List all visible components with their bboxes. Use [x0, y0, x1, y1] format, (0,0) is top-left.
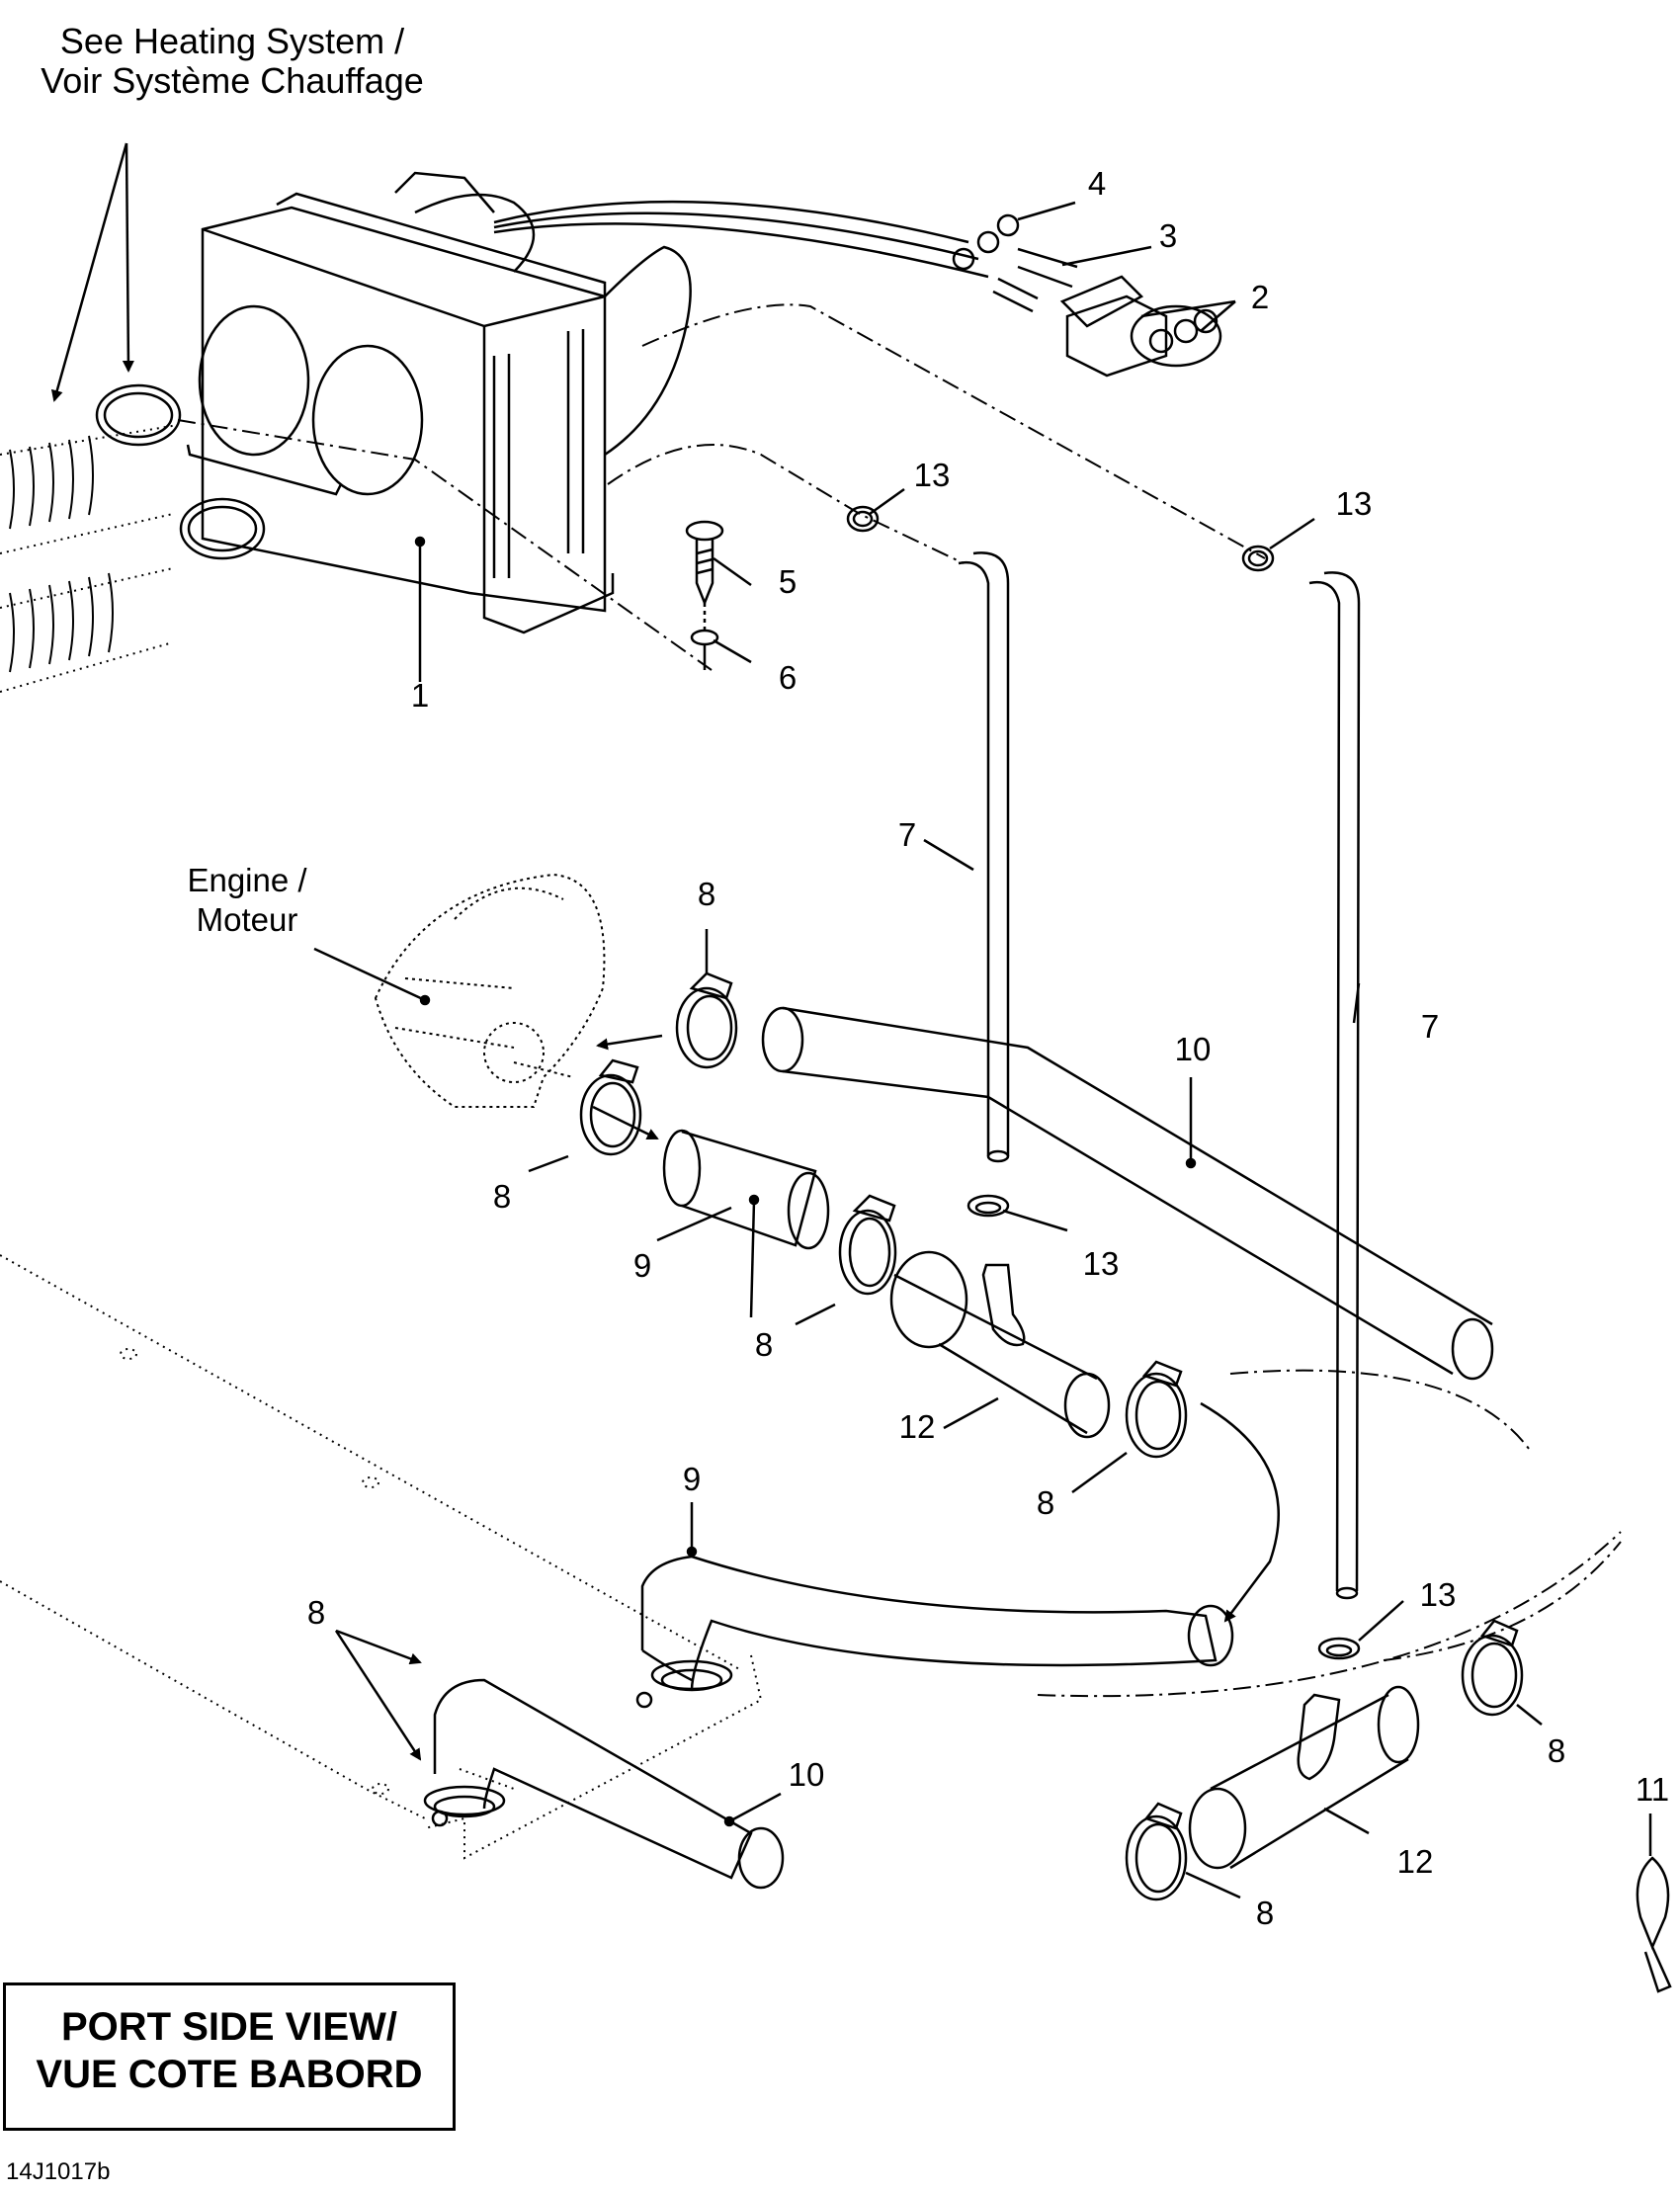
view-title-box: PORT SIDE VIEW/ VUE COTE BABORD: [3, 1982, 456, 2131]
hose-9-short: [662, 1129, 830, 1250]
hose-9-lower: [640, 1555, 1234, 1691]
hose-10-lower: [433, 1678, 785, 1890]
callout-4: 4: [1088, 165, 1106, 202]
view-title-line2: VUE COTE BABORD: [36, 2053, 423, 2096]
clamp-13-b: [1241, 545, 1275, 572]
callout-labels: 1 2 3 4 5 6 7 7 8 8 8 8 8 8 8 9 9 10 10 …: [307, 165, 1669, 1931]
engine-outline: [374, 873, 606, 1108]
callout-7-left: 7: [898, 816, 916, 853]
callout-11: 11: [1636, 1771, 1669, 1808]
hose-7-left: [958, 551, 1010, 1163]
header-note-line2: Voir Système Chauffage: [41, 60, 424, 101]
cable-tie: [1636, 1856, 1672, 1993]
header-note-line1: See Heating System /: [59, 21, 405, 61]
view-title-line1: PORT SIDE VIEW/: [60, 2005, 398, 2049]
clamp-13-d: [1317, 1637, 1361, 1660]
clamp-13-a: [846, 505, 880, 533]
header-note: See Heating System / Voir Système Chauff…: [0, 22, 464, 101]
callout-8-d: 8: [1037, 1484, 1054, 1521]
engine-leader: [313, 947, 663, 1140]
callout-1: 1: [411, 677, 429, 714]
callout-12-a: 12: [899, 1408, 936, 1445]
callout-8-a: 8: [698, 876, 715, 912]
callout-8-f: 8: [1548, 1732, 1565, 1769]
base-platform: [0, 1254, 763, 1860]
callout-2: 2: [1251, 279, 1269, 315]
heater-unit: [186, 171, 692, 682]
tee-12-upper: [889, 1250, 1111, 1439]
clamp-8-f: [423, 1785, 506, 1827]
clamp-8-a: [675, 971, 738, 1069]
clamp-8-g: [1461, 1619, 1524, 1717]
header-leaders: [50, 142, 134, 402]
callout-8-c: 8: [755, 1326, 773, 1363]
callout-10-a: 10: [1175, 1031, 1212, 1067]
clamp-8-d: [1125, 1360, 1188, 1459]
callout-13-b: 13: [1336, 485, 1373, 522]
callout-10-b: 10: [789, 1756, 825, 1793]
callout-13-c: 13: [1083, 1245, 1120, 1282]
callout-leaders: [334, 201, 1652, 1899]
clamp-8-h: [1125, 1802, 1188, 1901]
callout-13-d: 13: [1420, 1576, 1457, 1613]
wire-harness: [493, 200, 1222, 378]
drawing-code: 14J1017b: [6, 2158, 111, 2185]
routing-dashes: [177, 303, 1622, 1698]
callout-8-e: 8: [307, 1594, 325, 1631]
callout-9-b: 9: [683, 1461, 701, 1497]
flex-duct-group: [0, 424, 179, 693]
callout-5: 5: [779, 563, 797, 600]
callout-9-a: 9: [633, 1247, 651, 1284]
engine-label: Engine / Moteur: [187, 862, 307, 938]
tee-12-lower: [1188, 1685, 1420, 1870]
clamp-8-e: [635, 1659, 733, 1709]
clamp-8-c: [838, 1194, 897, 1296]
callout-8-g: 8: [1256, 1895, 1274, 1931]
hose-7-right: [1308, 571, 1361, 1600]
engine-label-line2: Moteur: [197, 901, 298, 938]
callout-7-right: 7: [1421, 1008, 1439, 1045]
clamp-13-c: [966, 1194, 1010, 1218]
clamp-8-heater-b: [179, 497, 266, 560]
callout-8-b: 8: [493, 1178, 511, 1215]
callout-6: 6: [779, 659, 797, 696]
callout-13-a: 13: [914, 457, 951, 493]
callout-3: 3: [1159, 217, 1177, 254]
screw-and-washer: [685, 520, 724, 670]
engine-label-line1: Engine /: [187, 862, 307, 898]
clamp-8-b: [579, 1058, 642, 1156]
hose-10-upper: [761, 1006, 1494, 1381]
clamp-8-heater-a: [95, 383, 182, 447]
callout-12-b: 12: [1397, 1843, 1434, 1880]
